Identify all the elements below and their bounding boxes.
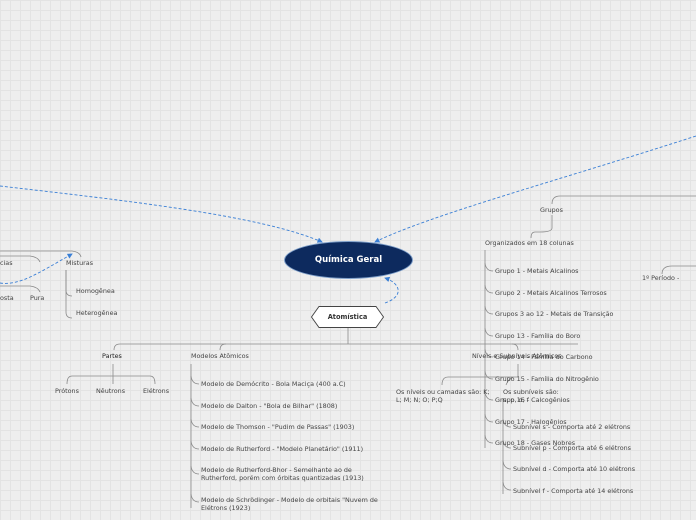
heterogenea-topic[interactable]: Heterogênea xyxy=(76,309,118,317)
grupo-17[interactable]: Grupo 17 - Halogênios xyxy=(495,418,567,426)
subnivel-s[interactable]: Subnível s - Comporta até 2 elétrons xyxy=(513,423,631,431)
homogenea-topic[interactable]: Homogênea xyxy=(76,287,115,295)
grupo-15[interactable]: Grupo 15 - Família do Nitrogênio xyxy=(495,375,599,383)
modelo-rutherford-bhor[interactable]: Modelo de Rutherford-Bhor - Semelhante a… xyxy=(201,466,364,482)
niveis-subniveis-topic[interactable]: Níveis e Subníveis Atômicos xyxy=(472,352,562,360)
subnivel-f[interactable]: Subnível f - Comporta até 14 elétrons xyxy=(513,487,634,495)
central-topic-label: Química Geral xyxy=(314,255,383,265)
atomistica-label: Atomística xyxy=(327,313,368,321)
composta-topic[interactable]: osta xyxy=(0,294,14,302)
grupo-2[interactable]: Grupo 2 - Metais Alcalinos Terrosos xyxy=(495,289,607,297)
modelo-thomson[interactable]: Modelo de Thomson - "Pudim de Passas" (1… xyxy=(201,423,355,431)
modelos-atomicos-topic[interactable]: Modelos Atômicos xyxy=(191,352,249,360)
grupo-16[interactable]: Grupo 16 - Calcogênios xyxy=(495,396,570,404)
modelo-dalton[interactable]: Modelo de Dalton - "Bola de Bilhar" (180… xyxy=(201,402,338,410)
camadas-topic[interactable]: Os níveis ou camadas são: K; L; M; N; O;… xyxy=(396,388,490,404)
misturas-topic[interactable]: Misturas xyxy=(66,259,94,267)
protons-topic[interactable]: Prótons xyxy=(55,387,79,395)
subniveis-topic[interactable]: Os subníveis são: xyxy=(503,388,559,396)
modelo-schrodinger[interactable]: Modelo de Schrödinger - Modelo de orbita… xyxy=(201,496,378,512)
organizados-topic[interactable]: Organizados em 18 colunas xyxy=(485,239,574,247)
grupo-1[interactable]: Grupo 1 - Metais Alcalinos xyxy=(495,267,579,275)
grupos-3-12[interactable]: Grupos 3 ao 12 - Metais de Transição xyxy=(495,310,614,318)
substancias-topic[interactable]: cias xyxy=(0,259,13,267)
neutrons-topic[interactable]: Nêutrons xyxy=(96,387,126,395)
partes-topic[interactable]: Partes xyxy=(102,352,122,360)
grupo-13[interactable]: Grupo 13 - Família do Boro xyxy=(495,332,581,340)
subnivel-p[interactable]: Subnível p - Comporta até 6 elétrons xyxy=(513,444,631,452)
pura-topic[interactable]: Pura xyxy=(30,294,45,302)
grupo-18[interactable]: Grupo 18 - Gases Nobres xyxy=(495,439,576,447)
modelo-democrito[interactable]: Modelo de Demócrito - Bola Maciça (400 a… xyxy=(201,380,346,388)
modelo-rutherford[interactable]: Modelo de Rutherford - "Modelo Planetári… xyxy=(201,445,364,453)
subniveis-list: s, p, d, f xyxy=(503,396,529,404)
eletrons-topic[interactable]: Elétrons xyxy=(143,387,170,395)
periodo-1-topic[interactable]: 1º Período - xyxy=(642,274,680,282)
atomistica-topic[interactable]: Atomística xyxy=(311,306,384,328)
central-topic-quimica-geral[interactable]: Química Geral xyxy=(284,241,413,279)
grupo-14[interactable]: Grupo 14 - Família do Carbono xyxy=(495,353,593,361)
grupos-topic[interactable]: Grupos xyxy=(540,206,563,214)
subnivel-d[interactable]: Subnível d - Comporta até 10 elétrons xyxy=(513,465,636,473)
